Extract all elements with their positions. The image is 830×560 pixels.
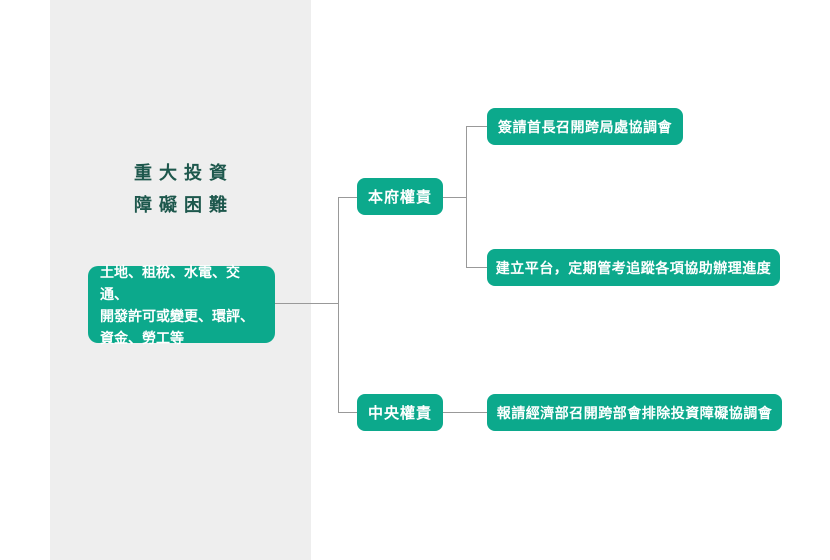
- title-line-2: 障礙困難: [134, 195, 234, 215]
- leaf-node-label: 建立平台，定期管考追蹤各項協助辦理進度: [495, 259, 772, 276]
- connector-to-leaf-moea: [443, 412, 487, 413]
- connector-to-leaf-platform: [466, 267, 487, 268]
- root-node-obstacle-types[interactable]: 土地、租稅、水電、交通、 開發許可或變更、環評、 資金、勞工等: [88, 264, 275, 346]
- leaf-node-platform-tracking[interactable]: 建立平台，定期管考追蹤各項協助辦理進度: [487, 249, 780, 286]
- connector-local-leaf-vertical: [466, 126, 467, 268]
- root-node-text-line: 土地、租稅、水電、交通、: [100, 263, 240, 302]
- connector-to-local-node: [338, 197, 357, 198]
- title-line-1: 重大投資: [134, 163, 234, 183]
- root-node-text-line: 開發許可或變更、環評、: [100, 307, 254, 324]
- connector-local-out: [443, 197, 466, 198]
- leaf-node-moea-meeting[interactable]: 報請經濟部召開跨部會排除投資障礙協調會: [487, 394, 782, 431]
- connector-to-central-node: [338, 412, 357, 413]
- branch-node-label: 本府權責: [367, 189, 432, 206]
- leaf-node-label: 報請經濟部召開跨部會排除投資障礙協調會: [496, 404, 773, 421]
- branch-node-label: 中央權責: [367, 405, 432, 422]
- root-node-text-line: 資金、勞工等: [100, 329, 184, 346]
- branch-node-local-authority[interactable]: 本府權責: [357, 178, 443, 215]
- branch-node-central-authority[interactable]: 中央權責: [357, 394, 443, 431]
- connector-root-horizontal: [275, 303, 338, 304]
- diagram-title: 重大投資 障礙困難: [50, 157, 311, 221]
- leaf-node-convene-bureau-meeting[interactable]: 簽請首長召開跨局處協調會: [487, 108, 683, 145]
- connector-branch-vertical: [338, 197, 339, 413]
- leaf-node-label: 簽請首長召開跨局處協調會: [498, 118, 672, 135]
- connector-to-leaf-meeting: [466, 126, 487, 127]
